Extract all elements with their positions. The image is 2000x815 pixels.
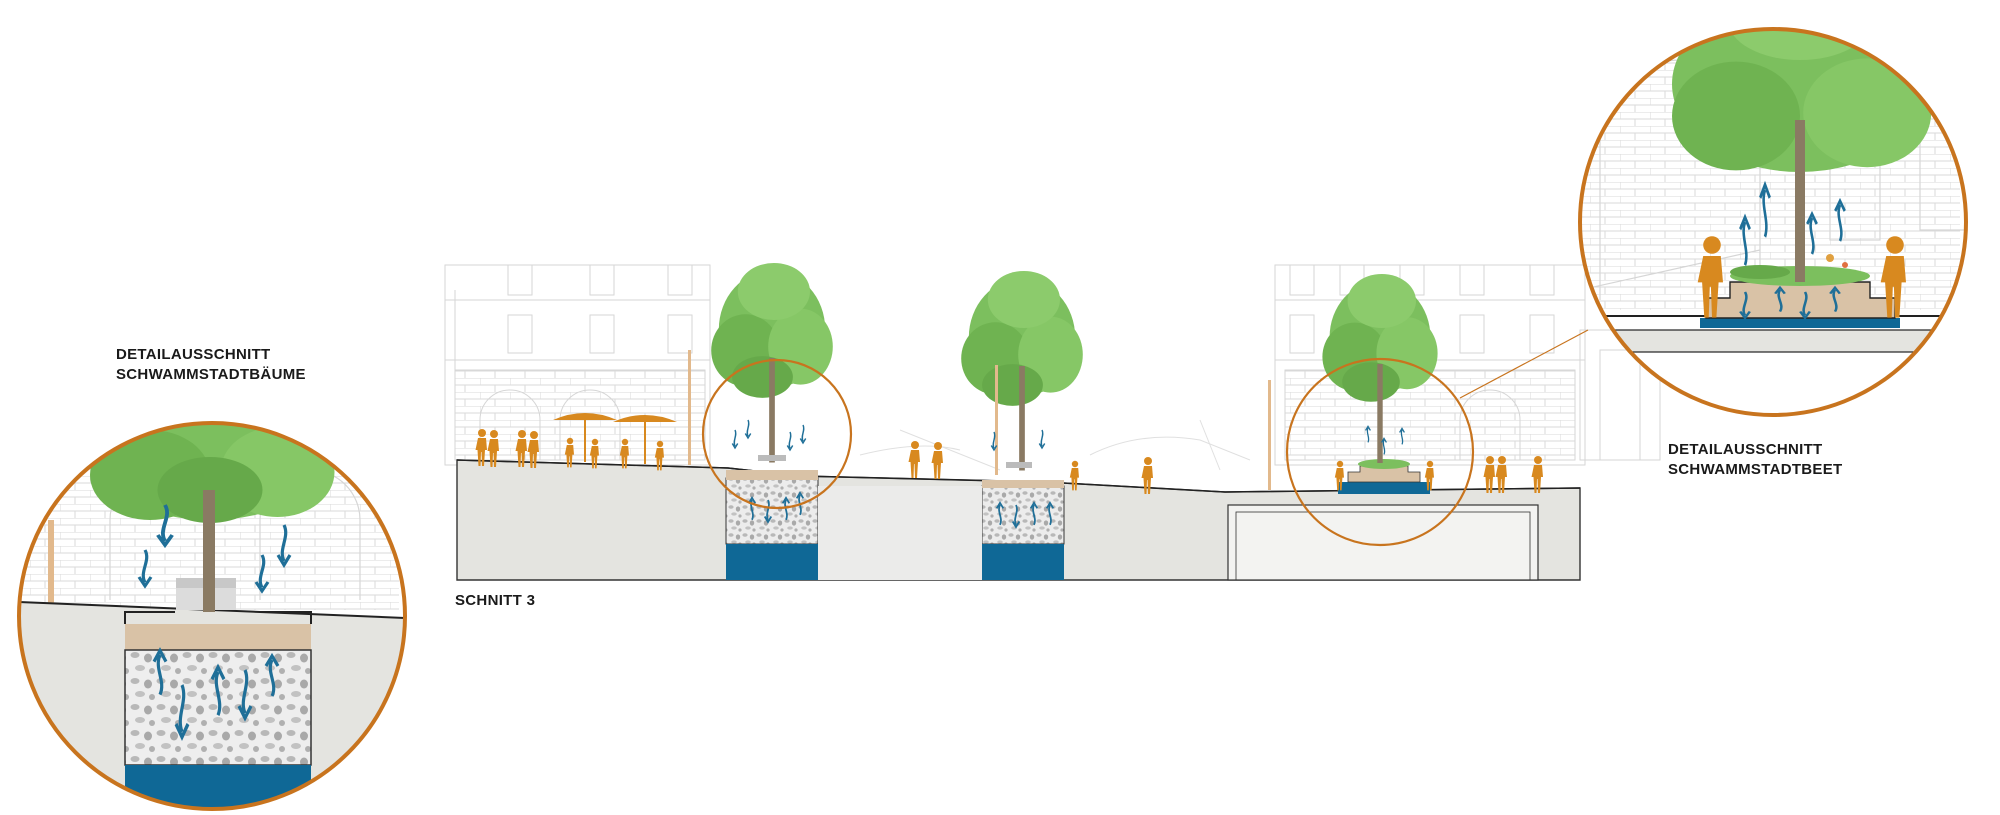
label-detail-trees-line2: SCHWAMMSTADTBÄUME	[116, 366, 306, 383]
tree-icon	[961, 271, 1083, 471]
tree-pit-1	[725, 470, 819, 580]
label-section: SCHNITT 3	[455, 591, 535, 611]
carriageway	[818, 486, 982, 580]
label-detail-bed-line2: SCHWAMMSTADTBEET	[1668, 461, 1843, 478]
tree-pit-2	[981, 480, 1065, 580]
detail-circle-trees	[17, 421, 407, 811]
zoom-circle-trees	[701, 358, 853, 510]
label-detail-bed: DETAILAUSSCHNITT SCHWAMMSTADTBEET	[1668, 440, 1843, 480]
zoom-circle-bed	[1285, 357, 1475, 547]
main-section	[444, 263, 1661, 581]
pole	[995, 365, 998, 475]
label-detail-bed-line1: DETAILAUSSCHNITT	[1668, 441, 1823, 458]
underground-structure	[1227, 504, 1539, 581]
sponge-bed-small	[1338, 459, 1430, 494]
pole	[1268, 380, 1271, 490]
connector-line	[1459, 329, 1589, 399]
detail-circle-bed	[1578, 27, 1968, 417]
label-section-text: SCHNITT 3	[455, 592, 536, 609]
tree-icon	[711, 263, 833, 463]
bench-icon	[758, 455, 786, 461]
bench-icon	[1006, 462, 1032, 468]
label-detail-trees-line1: DETAILAUSSCHNITT	[116, 346, 271, 363]
pole	[688, 350, 691, 465]
label-detail-trees: DETAILAUSSCHNITT SCHWAMMSTADTBÄUME	[116, 345, 306, 385]
